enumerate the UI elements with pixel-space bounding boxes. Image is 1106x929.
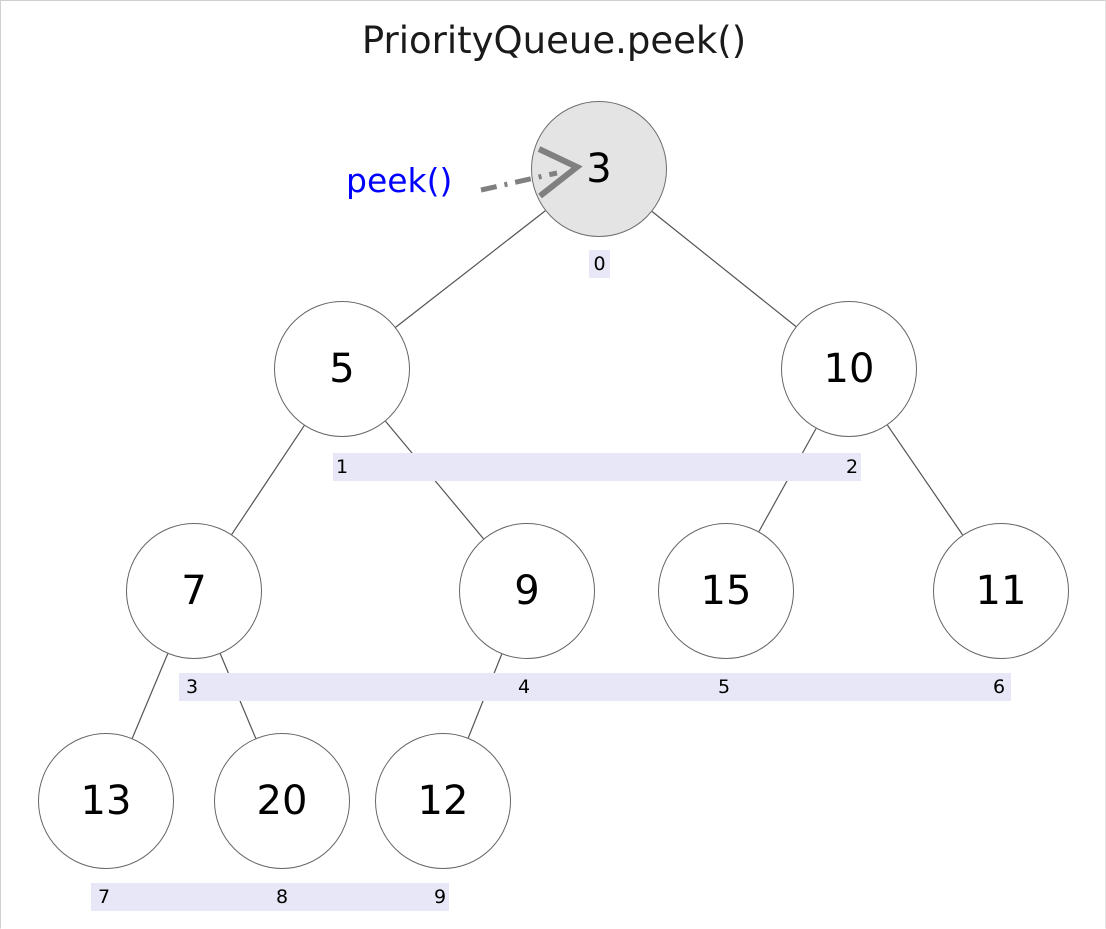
tree-node-value: 11 <box>975 568 1027 614</box>
array-index-label: 7 <box>97 886 111 908</box>
tree-node-value: 9 <box>514 568 540 614</box>
array-index-label: 2 <box>845 456 859 478</box>
tree-node-2[interactable]: 10 <box>781 301 917 437</box>
array-index-label: 5 <box>717 676 731 698</box>
tree-edge <box>231 425 305 535</box>
array-index-label: 8 <box>275 886 289 908</box>
array-index-label: 3 <box>185 676 199 698</box>
array-index-label: 4 <box>517 676 531 698</box>
page-title: PriorityQueue.peek() <box>361 19 747 62</box>
array-index-label: 9 <box>433 886 447 908</box>
tree-node-value: 3 <box>586 146 612 192</box>
array-index-band <box>179 673 1011 701</box>
tree-node-value: 13 <box>80 778 132 824</box>
tree-node-value: 5 <box>329 346 355 392</box>
array-index-label: 1 <box>335 456 349 478</box>
tree-edge <box>395 210 546 328</box>
tree-edge <box>886 424 964 536</box>
tree-edge <box>651 211 797 327</box>
array-index-label: 6 <box>992 676 1006 698</box>
array-index-band <box>333 453 861 481</box>
tree-node-value: 12 <box>417 778 469 824</box>
tree-node-7[interactable]: 13 <box>38 733 174 869</box>
array-index-band <box>91 883 449 911</box>
tree-node-5[interactable]: 15 <box>658 523 794 659</box>
peek-annotation-label: peek() <box>346 161 453 200</box>
tree-node-1[interactable]: 5 <box>274 301 410 437</box>
tree-node-8[interactable]: 20 <box>214 733 350 869</box>
array-index-label: 0 <box>593 253 606 275</box>
tree-node-value: 20 <box>256 778 308 824</box>
tree-node-4[interactable]: 9 <box>459 523 595 659</box>
tree-node-0[interactable]: 3 <box>531 101 667 237</box>
tree-node-value: 15 <box>700 568 752 614</box>
tree-node-value: 10 <box>823 346 875 392</box>
tree-node-6[interactable]: 11 <box>933 523 1069 659</box>
tree-node-3[interactable]: 7 <box>126 523 262 659</box>
tree-edge <box>131 653 169 739</box>
array-index-band <box>589 250 610 278</box>
tree-node-9[interactable]: 12 <box>375 733 511 869</box>
tree-node-value: 7 <box>181 568 207 614</box>
